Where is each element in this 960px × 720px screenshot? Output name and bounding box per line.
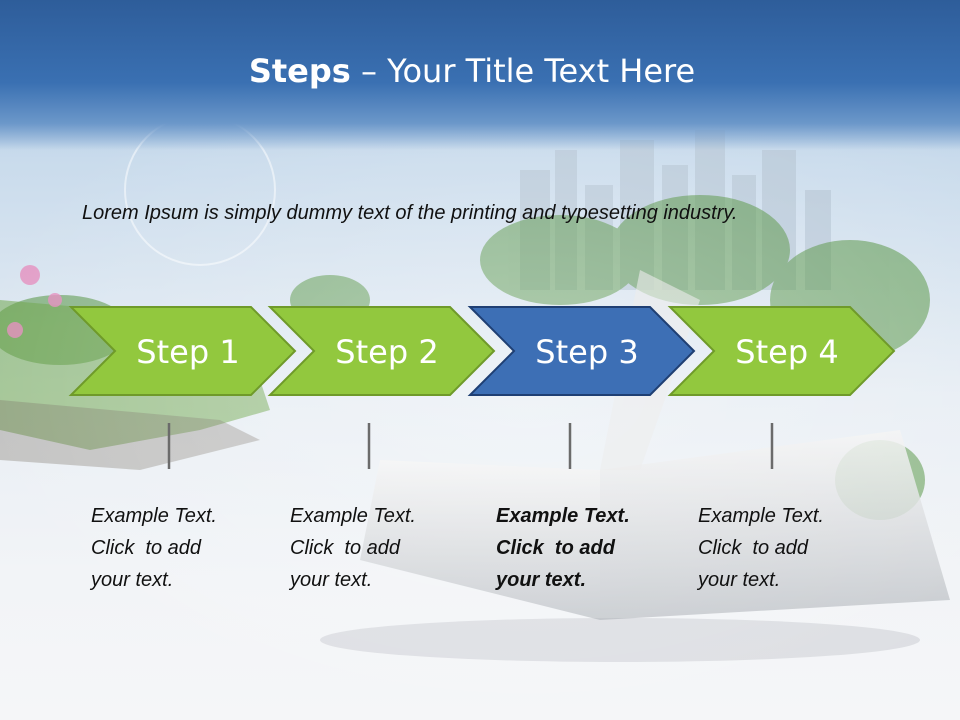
step-1-line-1: Example Text. <box>91 505 217 527</box>
step-3-text[interactable]: Example Text. Click to add your text. <box>496 500 676 596</box>
step-label: Step 1 <box>136 333 239 371</box>
step-1-line-2: Click to add <box>91 537 202 559</box>
step-3-line-1: Example Text. <box>496 505 630 527</box>
step-2-line-2: Click to add <box>290 537 401 559</box>
step-4-line-2: Click to add <box>698 537 809 559</box>
chevron-shape <box>667 306 896 396</box>
step-label: Step 2 <box>335 333 438 371</box>
step-1-text[interactable]: Example Text. Click to add your text. <box>91 500 271 596</box>
step-4-text[interactable]: Example Text. Click to add your text. <box>698 500 878 596</box>
step-label: Step 4 <box>735 333 838 371</box>
step-4-line-1: Example Text. <box>698 505 824 527</box>
step-label: Step 3 <box>535 333 638 371</box>
step-3-line-2: Click to add <box>496 537 615 559</box>
chevron-shape <box>68 306 297 396</box>
slide-title[interactable]: Steps – Your Title Text Here <box>0 52 944 90</box>
title-band <box>0 0 960 150</box>
title-rest-part: – Your Title Text Here <box>350 52 696 90</box>
title-bold-part: Steps <box>248 52 351 90</box>
step-chevron-4[interactable]: Step 4 <box>667 306 896 396</box>
step-2-text[interactable]: Example Text. Click to add your text. <box>290 500 470 596</box>
step-chevron-1[interactable]: Step 1 <box>68 306 297 396</box>
step-3-line-3: your text. <box>496 569 587 591</box>
intro-text[interactable]: Lorem Ipsum is simply dummy text of the … <box>82 202 738 224</box>
chevron-shape <box>267 306 496 396</box>
step-1-line-3: your text. <box>91 569 174 591</box>
step-chevron-2[interactable]: Step 2 <box>267 306 496 396</box>
step-2-line-3: your text. <box>290 569 373 591</box>
chevron-shape <box>467 306 696 396</box>
step-chevron-3[interactable]: Step 3 <box>467 306 696 396</box>
step-2-line-1: Example Text. <box>290 505 416 527</box>
step-4-line-3: your text. <box>698 569 781 591</box>
